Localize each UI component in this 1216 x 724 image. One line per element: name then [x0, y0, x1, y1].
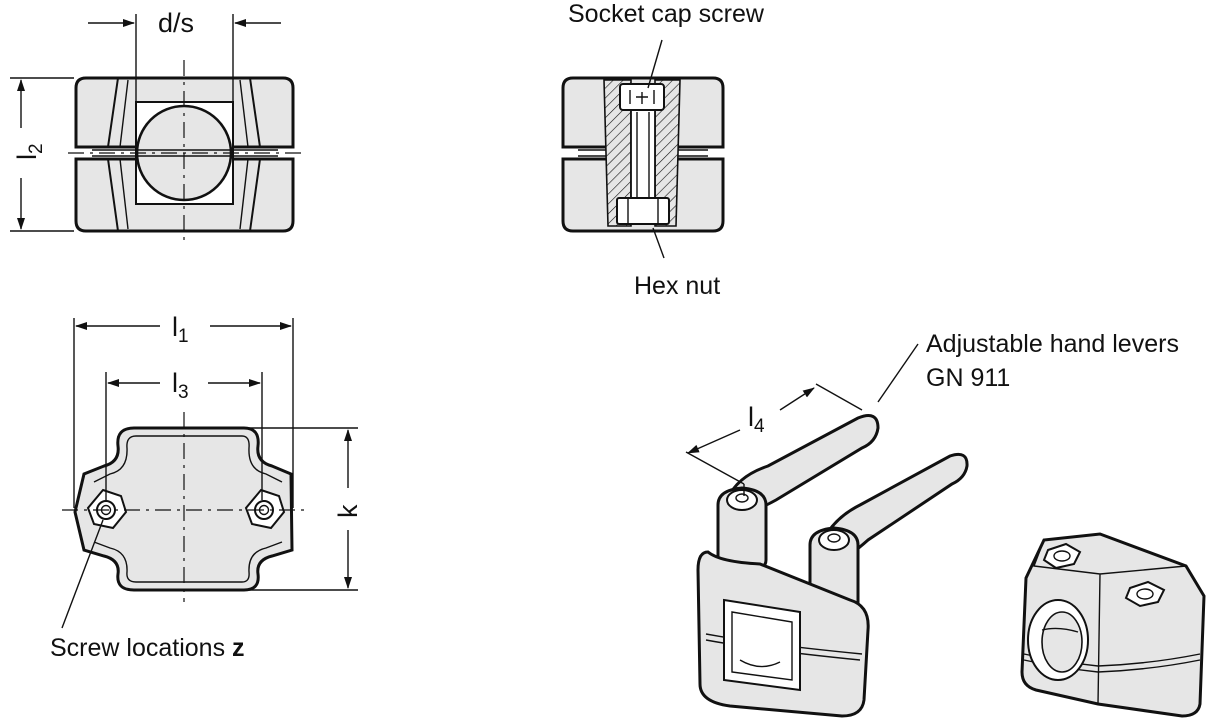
hex-nut [616, 197, 670, 225]
socket-cap-screw-label: Socket cap screw [568, 0, 765, 28]
dim-l4 [685, 343, 919, 496]
isometric-clamp-with-levers [696, 414, 969, 718]
hex-nut-label: Hex nut [634, 272, 720, 300]
dim-l1-label: l1 [172, 312, 189, 347]
front-view [10, 14, 302, 240]
dim-l2-label: l2 [12, 143, 47, 160]
top-view [61, 318, 358, 629]
hand-levers-label-line1: Adjustable hand levers [926, 330, 1179, 358]
hand-levers-label-line2: GN 911 [926, 364, 1010, 392]
dim-l3-label: l3 [172, 368, 189, 403]
isometric-clamp-plain [1020, 532, 1206, 718]
svg-text:l2: l2 [12, 143, 47, 160]
section-view [561, 39, 725, 259]
svg-text:k: k [333, 504, 363, 518]
dim-ds-label: d/s [158, 8, 194, 38]
screw-locations-label: Screw locations z [50, 634, 245, 662]
dim-l4-label: l4 [748, 402, 765, 437]
dim-k-label: k [333, 504, 363, 518]
